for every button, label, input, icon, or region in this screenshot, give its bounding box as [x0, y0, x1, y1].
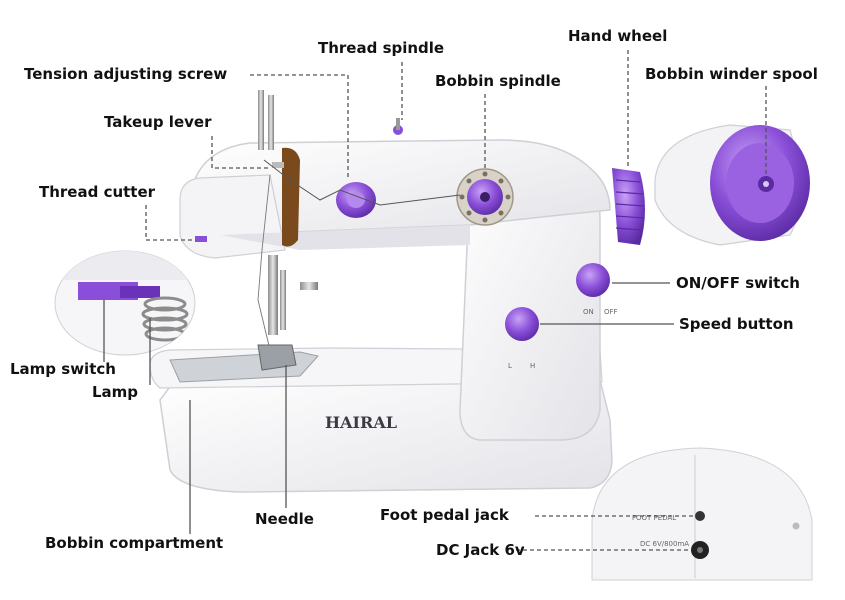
- leader-lines: [103, 50, 767, 551]
- thread-cutter: [195, 236, 207, 242]
- takeup-face: [282, 147, 300, 247]
- speed-high-mark: H: [530, 362, 535, 370]
- dc-jack-mark: DC 6V/800mA: [640, 540, 689, 548]
- speed-low-mark: L: [508, 362, 512, 370]
- sewing-machine: ON OFF L H HAIRAL: [149, 90, 645, 493]
- label-hand-wheel: Hand wheel: [568, 27, 668, 45]
- label-on-off-switch: ON/OFF switch: [676, 274, 800, 292]
- inset-bobbin-winder: [654, 124, 810, 246]
- label-lamp-switch: Lamp switch: [10, 360, 116, 378]
- label-lamp: Lamp: [92, 383, 139, 401]
- foot-pedal-jack-mark: FOOT PEDAL: [632, 514, 676, 522]
- label-bobbin-compartment: Bobbin compartment: [45, 534, 224, 552]
- presser-foot: [257, 344, 297, 371]
- label-tension-screw: Tension adjusting screw: [24, 65, 228, 83]
- spool-pin: [258, 90, 264, 150]
- label-bobbin-spindle: Bobbin spindle: [435, 72, 561, 90]
- label-takeup-lever: Takeup lever: [104, 113, 212, 131]
- inset-lamp: [54, 250, 196, 356]
- label-thread-cutter: Thread cutter: [39, 183, 156, 201]
- brand-logo: HAIRAL: [325, 413, 397, 432]
- needle-bar: [268, 255, 278, 335]
- hand-wheel: [612, 168, 645, 245]
- label-bobbin-winder-spool: Bobbin winder spool: [645, 65, 818, 83]
- label-needle: Needle: [255, 510, 314, 528]
- inset-jacks: FOOT PEDAL DC 6V/800mA: [591, 447, 813, 581]
- switch-off-mark: OFF: [604, 308, 618, 316]
- label-foot-pedal-jack: Foot pedal jack: [380, 506, 509, 524]
- on-off-switch-knob: [576, 263, 610, 297]
- takeup-lever: [272, 162, 284, 168]
- switch-on-mark: ON: [583, 308, 594, 316]
- label-thread-spindle: Thread spindle: [318, 39, 445, 57]
- label-speed-button: Speed button: [679, 315, 794, 333]
- foot-pedal-jack-socket: [695, 511, 705, 521]
- label-dc-jack: DC Jack 6v: [436, 541, 525, 559]
- machine-head: [179, 174, 286, 259]
- speed-button-knob: [505, 307, 539, 341]
